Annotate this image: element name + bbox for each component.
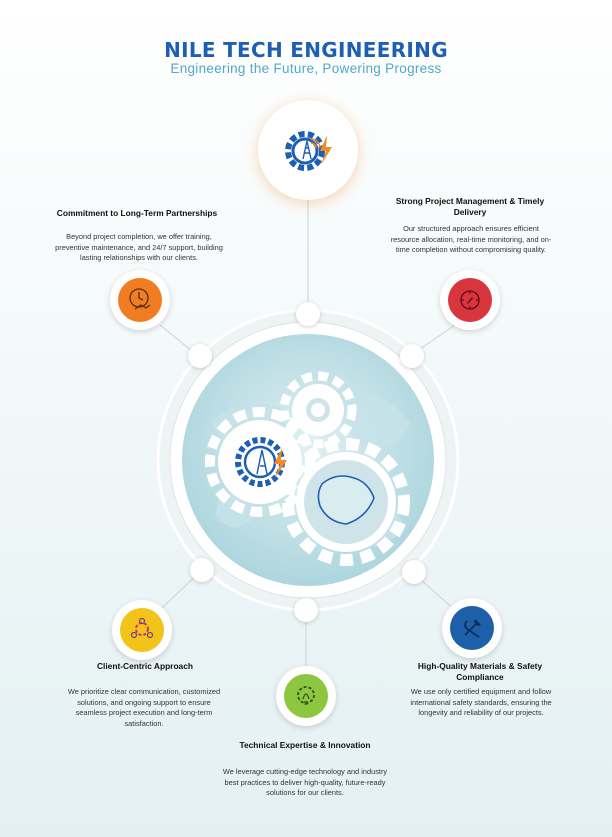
management-description: Our structured approach ensures efficien… xyxy=(390,224,552,254)
gear-lightbulb-icon xyxy=(297,686,315,705)
page-subtitle: Engineering the Future, Powering Progres… xyxy=(170,61,442,76)
partnerships-description: Beyond project completion, we offer trai… xyxy=(55,232,223,262)
management-badge xyxy=(440,270,500,330)
upper-right-node xyxy=(400,344,424,368)
partnerships-badge xyxy=(110,270,170,330)
quality-description: We use only certified equipment and foll… xyxy=(410,687,552,717)
partnerships-title: Commitment to Long-Term Partnerships xyxy=(56,208,218,218)
client-title: Client-Centric Approach xyxy=(96,661,193,671)
technical-badge xyxy=(276,666,336,726)
people-gear-icon xyxy=(130,617,154,639)
gear-tower-logo-icon xyxy=(285,131,332,171)
lower-left-node xyxy=(190,558,214,582)
compass-icon xyxy=(460,290,480,310)
lower-right-node xyxy=(402,560,426,584)
bottom-node xyxy=(294,598,318,622)
client-description: We prioritize clear communication, custo… xyxy=(67,687,221,728)
top-node xyxy=(296,302,320,326)
page-title: NILE TECH ENGINEERING xyxy=(164,38,448,62)
technical-title: Technical Expertise & Innovation xyxy=(239,740,371,750)
quality-badge xyxy=(442,598,502,658)
safety-tools-icon xyxy=(464,619,481,638)
company-logo xyxy=(258,100,358,200)
quality-title: High-Quality Materials & Safety Complian… xyxy=(417,661,543,682)
upper-left-node xyxy=(188,344,212,368)
client-badge xyxy=(112,600,172,660)
technical-description: We leverage cutting-edge technology and … xyxy=(222,767,388,797)
clock-handshake-icon xyxy=(129,288,151,310)
management-title: Strong Project Management & Timely Deliv… xyxy=(395,196,545,217)
central-globe-gears xyxy=(156,308,460,612)
